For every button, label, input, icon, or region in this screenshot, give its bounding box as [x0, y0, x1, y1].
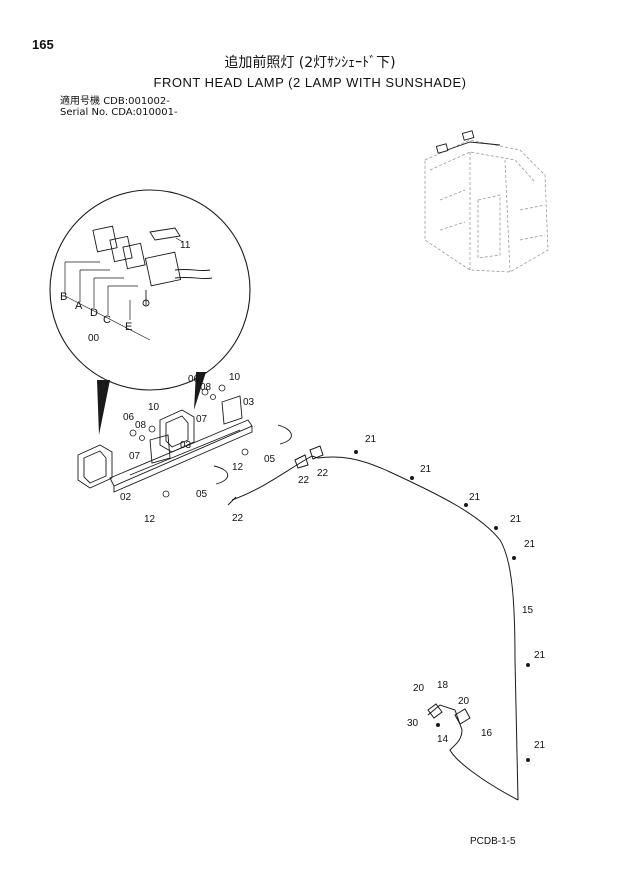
title-english: FRONT HEAD LAMP (2 LAMP WITH SUNSHADE) — [153, 75, 467, 90]
callout-05-right: 05 — [264, 454, 276, 465]
title-japanese: 追加前照灯 (2灯ｻﾝｼｪｰﾄﾞ下) — [224, 55, 396, 71]
callout-18: 18 — [437, 680, 449, 691]
serial-en-value: CDA:010001- — [111, 107, 178, 118]
page-code: PCDB-1-5 — [470, 836, 516, 847]
callout-22-a: 22 — [298, 475, 310, 486]
callout-30: 30 — [407, 718, 419, 729]
callout-15: 15 — [522, 605, 534, 616]
callout-10-upper: 10 — [229, 372, 241, 383]
lamp-assembly — [77, 395, 292, 493]
callout-21-a: 21 — [365, 434, 377, 445]
page-number: 165 — [32, 37, 54, 52]
callout-21-f: 21 — [534, 650, 546, 661]
callout-20-left: 20 — [413, 683, 425, 694]
detail-callouts: B A D C 00 E 11 — [60, 240, 191, 344]
cab-lamps — [435, 130, 501, 154]
callout-20-right: 20 — [458, 696, 470, 707]
callout-21-d: 21 — [510, 514, 522, 525]
callout-12-right: 12 — [232, 462, 244, 473]
callout-21-g: 21 — [534, 740, 546, 751]
callout-00: 00 — [88, 333, 100, 344]
callout-21-b: 21 — [420, 464, 432, 475]
callout-11: 11 — [180, 240, 191, 251]
callout-22-c: 22 — [232, 513, 244, 524]
callout-06-upper: 06 — [188, 374, 200, 385]
callout-08-upper: 08 — [200, 382, 212, 393]
detail-circle — [49, 189, 251, 391]
detail-leader-lines — [64, 237, 184, 341]
callout-a: A — [75, 300, 83, 312]
callout-16: 16 — [481, 728, 493, 739]
callout-12-left: 12 — [144, 514, 156, 525]
serial-jp-value: CDB:001002- — [103, 96, 170, 107]
cab-outline — [424, 139, 549, 273]
harness-clips — [354, 450, 530, 762]
serial-en-label: Serial No. — [60, 107, 109, 118]
fasteners — [129, 384, 249, 498]
callout-21-c: 21 — [469, 492, 481, 503]
callout-02: 02 — [120, 492, 132, 503]
callout-14: 14 — [437, 734, 449, 745]
serial-row-en: Serial No. CDA:010001- — [60, 108, 178, 118]
callout-08-lower: 08 — [135, 420, 147, 431]
callout-05-left: 05 — [196, 489, 208, 500]
serial-jp-label: 適用号機 — [60, 96, 100, 107]
callout-d: D — [90, 307, 98, 319]
callout-b: B — [60, 291, 67, 303]
serial-row-jp: 適用号機 CDB:001002- — [60, 97, 170, 107]
harness — [227, 445, 519, 801]
callout-07-upper: 07 — [196, 414, 208, 425]
callout-e: E — [125, 321, 132, 333]
callout-c: C — [103, 314, 111, 326]
detail-lamp-parts — [92, 225, 213, 307]
part-callouts: 06 08 10 07 03 06 08 10 07 03 12 05 02 0… — [120, 372, 546, 751]
callout-10-lower: 10 — [148, 402, 160, 413]
callout-22-b: 22 — [317, 468, 329, 479]
callout-07-lower: 07 — [129, 451, 141, 462]
callout-03-upper: 03 — [243, 397, 255, 408]
callout-21-e: 21 — [524, 539, 536, 550]
callout-06-lower: 06 — [123, 412, 135, 423]
detail-pointer-arrows — [97, 372, 206, 435]
callout-03-lower: 03 — [180, 440, 192, 451]
